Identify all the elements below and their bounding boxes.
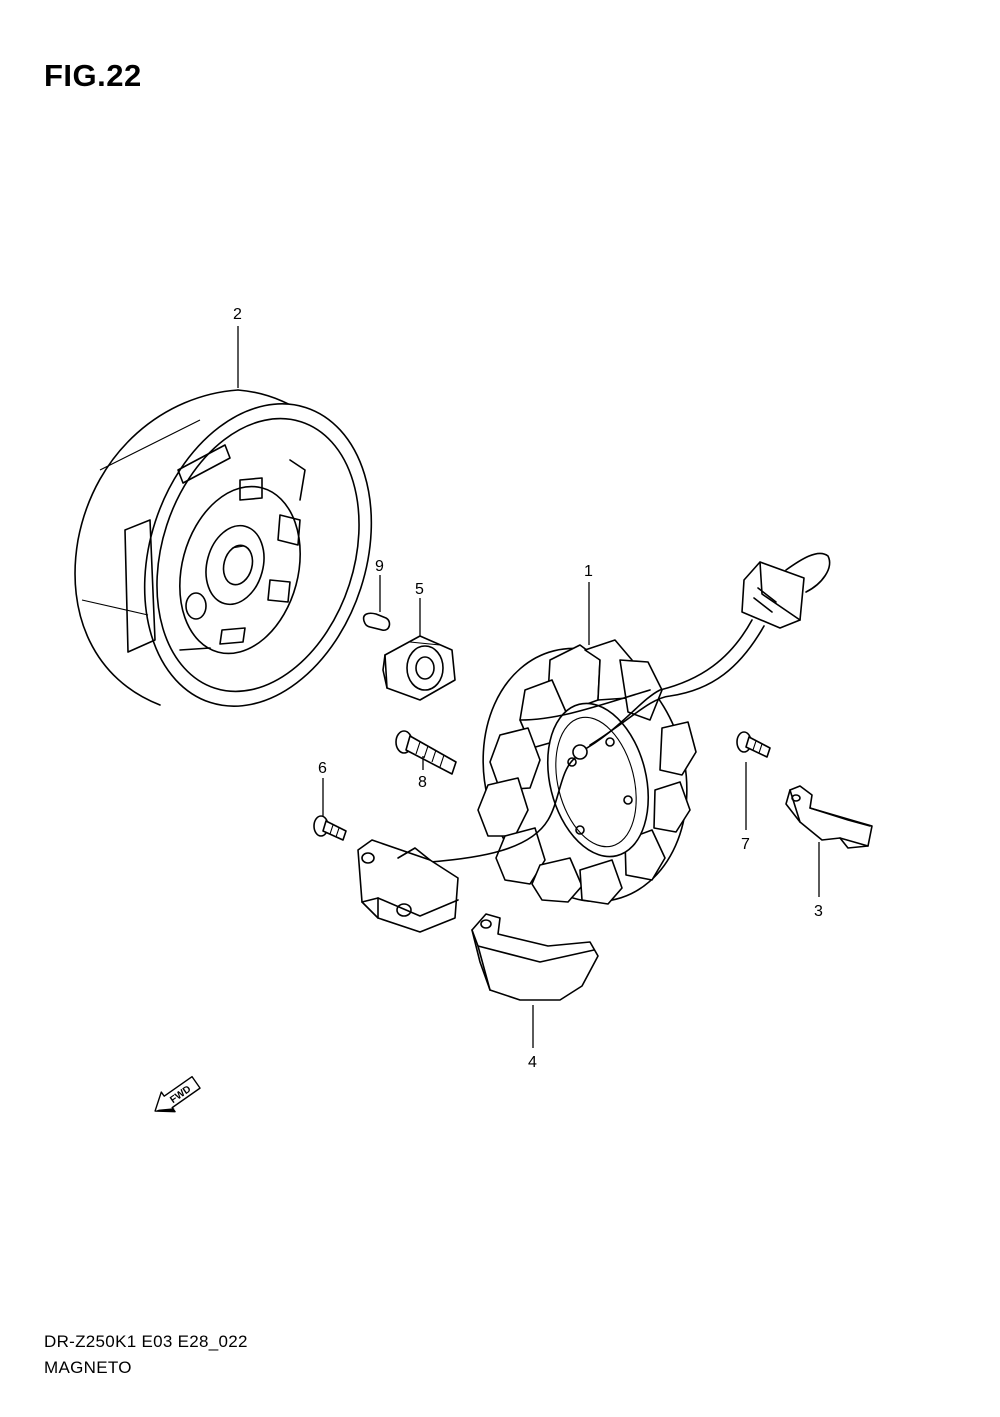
callout-1: 1 bbox=[584, 563, 593, 580]
callout-3: 3 bbox=[814, 903, 823, 920]
part-1-stator bbox=[357, 552, 831, 933]
callout-6: 6 bbox=[318, 760, 327, 777]
figure-title: FIG.22 bbox=[44, 58, 142, 93]
callout-9: 9 bbox=[375, 558, 384, 575]
diagram-name: MAGNETO bbox=[44, 1358, 132, 1377]
part-3-bracket bbox=[785, 785, 873, 849]
callout-leaders bbox=[237, 326, 820, 1048]
part-5-nut bbox=[382, 635, 456, 701]
part-7-screw bbox=[736, 731, 771, 758]
part-8-bolt bbox=[395, 730, 457, 775]
callout-2: 2 bbox=[233, 306, 242, 323]
callout-5: 5 bbox=[415, 581, 424, 598]
callout-7: 7 bbox=[741, 836, 750, 853]
part-6-screw bbox=[313, 815, 347, 841]
callout-8: 8 bbox=[418, 774, 427, 791]
part-9-key bbox=[362, 612, 391, 631]
callout-4: 4 bbox=[528, 1054, 537, 1071]
fwd-arrow-icon: FWD bbox=[154, 1075, 201, 1113]
part-2-rotor bbox=[74, 389, 373, 707]
callout-labels: 2 1 9 5 6 8 7 3 4 bbox=[233, 306, 823, 1071]
part-4-guide bbox=[471, 913, 599, 1001]
diagram-code: DR-Z250K1 E03 E28_022 bbox=[44, 1332, 248, 1351]
